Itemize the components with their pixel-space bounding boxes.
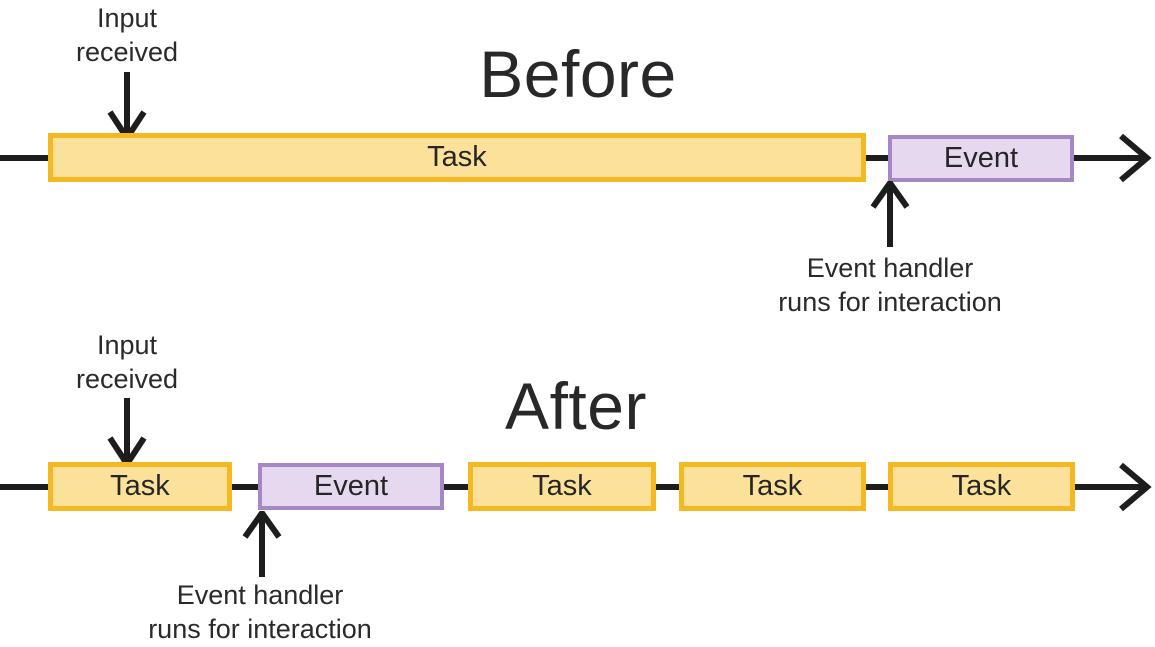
after-handler-line2: runs for interaction [148,614,372,644]
after-task-label-3: Task [742,470,803,502]
after-input-line2: received [75,364,179,394]
after-task-box-2: Task [468,462,656,511]
before-title: Before [479,37,677,111]
after-handler-arrow-up-icon [242,511,282,577]
before-handler-line2: runs for interaction [778,287,1002,317]
after-handler-line1: Event handler [176,580,344,610]
before-task-box: Task [48,133,866,182]
after-input-line1: Input [96,330,158,360]
after-title: After [505,369,647,443]
before-event-box: Event [888,135,1074,182]
after-task-box-3: Task [679,462,866,511]
after-event-box: Event [258,463,444,510]
after-task-label-2: Task [532,470,592,502]
before-event-label: Event [943,142,1019,174]
after-task-box-4: Task [888,462,1075,511]
after-task-box-1: Task [48,462,232,511]
after-input-annotation: Input received [27,328,227,396]
before-handler-annotation: Event handler runs for interaction [740,251,1040,319]
before-input-line2: received [75,37,179,67]
before-handler-arrow-up-icon [870,181,910,247]
after-task-label-1: Task [110,470,170,502]
after-handler-annotation: Event handler runs for interaction [110,578,410,646]
after-task-label-4: Task [951,470,1012,502]
before-input-annotation: Input received [27,1,227,69]
before-handler-line1: Event handler [806,253,974,283]
before-task-label: Task [427,141,487,173]
before-input-line1: Input [96,3,158,33]
after-event-label: Event [313,470,389,502]
